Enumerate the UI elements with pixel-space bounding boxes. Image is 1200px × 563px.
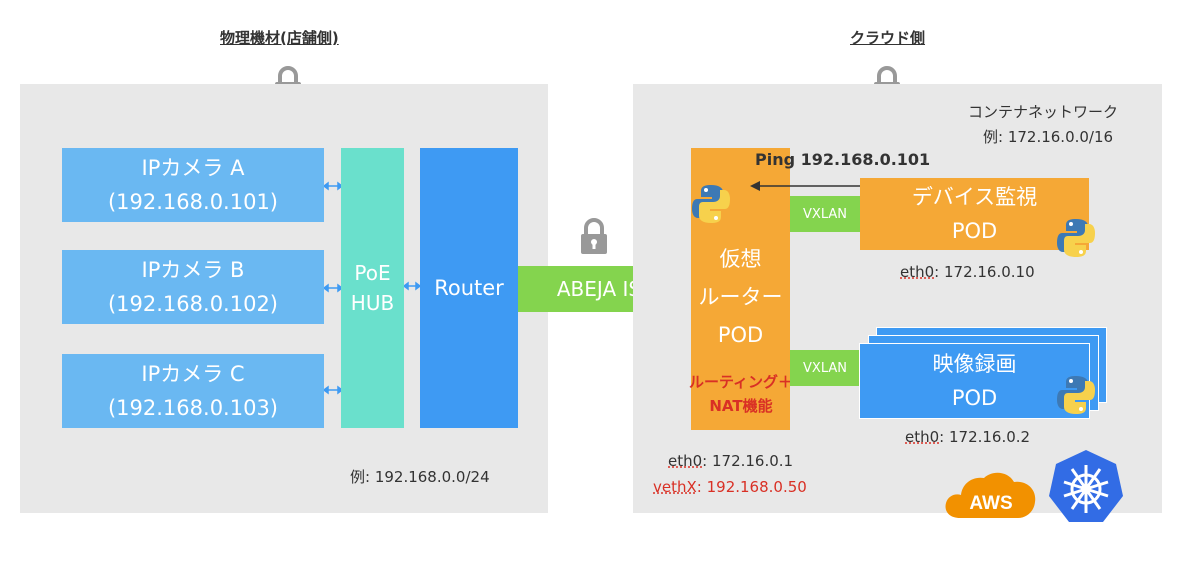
virtual-router-label: 仮想 ルーター POD	[691, 240, 790, 354]
python-icon	[1057, 219, 1095, 257]
hub-label: HUB	[350, 291, 395, 315]
camera-a-name: IPカメラ A	[141, 156, 245, 180]
device-monitor-pod: デバイス監視 POD	[860, 178, 1089, 250]
router-label: Router	[434, 276, 504, 300]
cloud-title: クラウド側	[850, 29, 926, 47]
video-recording-line2: POD	[951, 386, 998, 410]
camera-a: IPカメラ A (192.168.0.101)	[62, 148, 324, 222]
vrouter-veth-if: vethX	[653, 478, 697, 496]
device-eth0-ip: : 172.16.0.10	[934, 263, 1035, 281]
vrouter-veth: vethX: 192.168.0.50	[653, 478, 807, 496]
aws-text: AWS	[969, 493, 1012, 514]
physical-title: 物理機材(店舗側)	[220, 29, 339, 47]
network-label: コンテナネットワーク	[968, 103, 1119, 121]
virtual-router-line2: ルーター	[698, 285, 783, 309]
camera-connectors	[324, 181, 342, 395]
poe-label: PoE	[354, 261, 391, 285]
device-eth0-if: eth0	[900, 263, 935, 281]
device-monitor-line2: POD	[951, 219, 998, 243]
camera-c: IPカメラ C (192.168.0.103)	[62, 354, 324, 428]
virtual-router-line1: 仮想	[719, 247, 762, 271]
aws-logo: AWS	[945, 472, 1036, 518]
ping-arrow	[750, 181, 878, 191]
network-subnet: 例: 172.16.0.0/16	[983, 128, 1114, 146]
vrouter-eth0-if: eth0	[668, 452, 703, 470]
camera-c-ip: (192.168.0.103)	[107, 396, 279, 420]
device-eth0: eth0: 172.16.0.10	[900, 263, 1035, 281]
poe-router-connector	[404, 281, 420, 291]
camera-b-name: IPカメラ B	[141, 258, 245, 282]
video-eth0-ip: : 172.16.0.2	[939, 428, 1031, 446]
vrouter-veth-ip: : 192.168.0.50	[696, 478, 807, 496]
kubernetes-logo	[1049, 450, 1123, 522]
vxlan-label-2: VXLAN	[803, 360, 847, 376]
python-icon	[1057, 376, 1095, 414]
camera-a-ip: (192.168.0.101)	[107, 190, 279, 214]
lock-icon	[581, 218, 607, 254]
video-eth0-if: eth0	[905, 428, 940, 446]
python-icon	[692, 185, 730, 223]
router-feature-line1: ルーティング＋	[688, 373, 794, 391]
camera-b: IPカメラ B (192.168.0.102)	[62, 250, 324, 324]
video-eth0: eth0: 172.16.0.2	[905, 428, 1030, 446]
video-recording-pod: 映像録画 POD	[859, 343, 1090, 419]
router: Router	[420, 148, 518, 428]
vxlan-label-1: VXLAN	[803, 206, 847, 222]
router-feature: ルーティング＋ NAT機能	[664, 370, 818, 418]
camera-b-ip: (192.168.0.102)	[107, 292, 279, 316]
video-recording-line1: 映像録画	[932, 352, 1017, 376]
left-subnet: 例: 192.168.0.0/24	[350, 468, 490, 486]
poe-hub: PoE HUB	[341, 148, 404, 428]
vrouter-eth0-ip: : 172.16.0.1	[702, 452, 794, 470]
vxlan-link-1: VXLAN	[790, 196, 860, 232]
ping-label: Ping 192.168.0.101	[755, 150, 931, 169]
vxlan-link-2: VXLAN	[790, 350, 860, 386]
vrouter-eth0: eth0: 172.16.0.1	[668, 452, 793, 470]
device-monitor-line1: デバイス監視	[911, 185, 1038, 209]
virtual-router-line3: POD	[717, 323, 764, 347]
camera-c-name: IPカメラ C	[141, 362, 245, 386]
router-feature-line2: NAT機能	[709, 397, 773, 415]
